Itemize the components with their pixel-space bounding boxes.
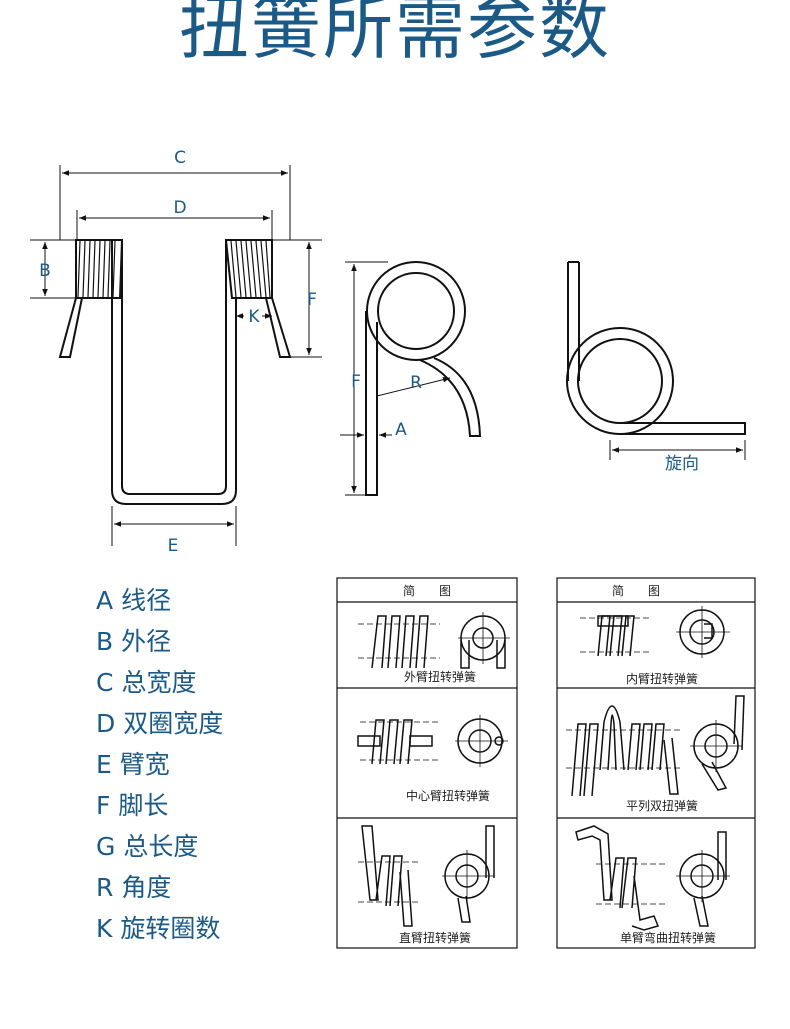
label-a: A (395, 420, 407, 440)
outer-arm-spring-icon (358, 612, 510, 669)
double-torsion-spring-front-view (30, 165, 322, 546)
torsion-spring-side-view (340, 261, 482, 496)
spring-type-table-left (336, 577, 518, 949)
label-f-side: F (351, 372, 361, 392)
table-right-row-3: 单臂弯曲扭转弹簧 (620, 930, 716, 945)
label-c: C (174, 148, 186, 168)
torsion-spring-rotation-view (566, 261, 746, 460)
inner-arm-spring-icon (580, 606, 730, 658)
label-d: D (173, 198, 186, 218)
table-left-header: 简 图 (403, 584, 451, 598)
label-b: B (39, 261, 51, 281)
center-arm-spring-icon (357, 715, 508, 767)
table-right-row-1: 内臂扭转弹簧 (626, 671, 698, 686)
label-f-right: F (307, 290, 317, 310)
spring-type-table-right (556, 577, 756, 949)
parallel-double-spring-icon (566, 695, 745, 797)
table-left-row-1: 外臂扭转弹簧 (404, 669, 476, 684)
label-k: K (248, 307, 260, 327)
label-e: E (168, 536, 179, 556)
page-title: 扭簧所需参数 (179, 0, 611, 69)
straight-arm-spring-icon (358, 825, 495, 927)
table-left-row-2: 中心臂扭转弹簧 (406, 788, 490, 803)
table-right-header: 简 图 (612, 584, 660, 598)
table-right-row-2: 平列双扭弹簧 (626, 798, 698, 813)
table-left-row-3: 直臂扭转弹簧 (399, 930, 471, 945)
label-rotation: 旋向 (665, 454, 699, 474)
single-arm-bent-spring-icon (575, 825, 730, 931)
label-r: R (410, 373, 422, 393)
